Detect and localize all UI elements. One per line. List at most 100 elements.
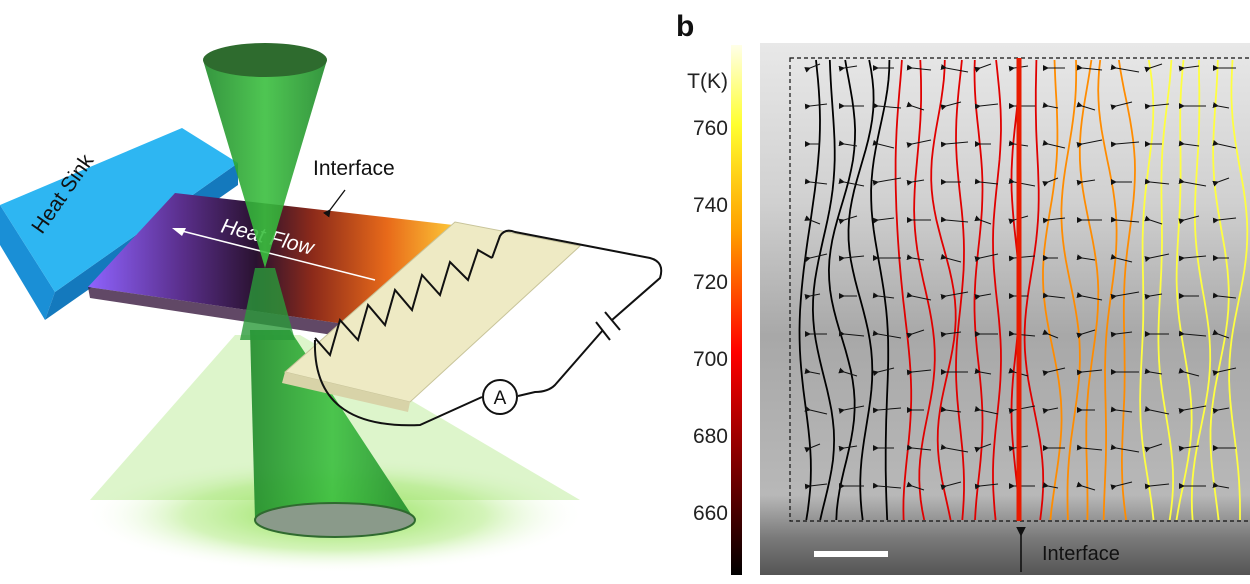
flux-arrow bbox=[1144, 103, 1170, 110]
flux-arrow bbox=[1212, 329, 1230, 339]
flux-arrow bbox=[872, 482, 902, 489]
flux-arrow bbox=[1042, 102, 1059, 109]
isotherm-line bbox=[798, 59, 821, 521]
flux-arrow bbox=[872, 217, 895, 224]
flux-arrow bbox=[1110, 141, 1140, 148]
isotherm-line bbox=[870, 59, 891, 521]
flux-arrow bbox=[906, 481, 925, 491]
region-box bbox=[789, 57, 1250, 522]
flux-arrow bbox=[872, 102, 902, 109]
isotherm-line bbox=[1060, 59, 1081, 521]
interface-label-b: Interface bbox=[1042, 543, 1120, 565]
flux-arrow bbox=[1076, 101, 1096, 111]
flux-arrow bbox=[1110, 216, 1140, 223]
flux-arrow bbox=[838, 140, 858, 147]
isotherm-line bbox=[930, 59, 957, 521]
isotherm-line bbox=[973, 59, 984, 521]
isotherm-line bbox=[1023, 59, 1045, 521]
flux-arrow bbox=[906, 329, 925, 339]
flux-arrow bbox=[940, 406, 962, 413]
flux-arrow bbox=[906, 254, 925, 261]
flux-arrow bbox=[1212, 217, 1237, 224]
flux-arrow bbox=[1110, 291, 1140, 300]
flux-arrow bbox=[1178, 445, 1200, 452]
panel-a-schematic: Heat Sink Heat Flow Interface bbox=[0, 43, 663, 573]
flux-arrow bbox=[804, 405, 828, 415]
flux-arrow bbox=[974, 215, 992, 225]
flux-arrow bbox=[1110, 331, 1133, 338]
flux-arrow bbox=[1212, 482, 1230, 489]
colorbar-tick-label: 680 bbox=[693, 425, 728, 448]
flux-arrow bbox=[940, 331, 962, 338]
isotherm-line bbox=[847, 59, 875, 521]
isotherm-contours bbox=[798, 59, 1249, 521]
flux-arrow bbox=[1110, 253, 1133, 263]
svg-text:A: A bbox=[494, 388, 507, 409]
flux-arrow bbox=[804, 368, 821, 375]
isotherm-line bbox=[1175, 59, 1193, 521]
flux-arrow bbox=[1144, 253, 1170, 262]
flux-arrow bbox=[940, 481, 962, 491]
flux-arrow bbox=[1144, 178, 1170, 185]
flux-arrow bbox=[974, 443, 992, 453]
flux-arrow bbox=[838, 65, 858, 72]
flux-arrow bbox=[974, 483, 999, 490]
isotherm-line bbox=[1042, 59, 1063, 521]
flux-arrow bbox=[1110, 101, 1133, 111]
flux-arrow bbox=[1076, 139, 1103, 148]
sample-bar: Heat Flow bbox=[88, 193, 462, 345]
colorbar bbox=[731, 45, 742, 575]
flux-arrow bbox=[974, 178, 999, 185]
flux-arrow bbox=[872, 367, 895, 377]
flux-arrow bbox=[1212, 102, 1230, 109]
flux-arrow bbox=[906, 369, 932, 376]
flux-arrow bbox=[872, 177, 902, 186]
flux-arrow bbox=[974, 63, 992, 73]
flux-arrow bbox=[1042, 177, 1059, 187]
detector-spot bbox=[254, 502, 416, 538]
flux-arrow bbox=[838, 255, 865, 262]
flux-arrow bbox=[974, 103, 999, 110]
flux-arrow bbox=[1042, 407, 1059, 414]
flux-arrow bbox=[1178, 405, 1207, 414]
flux-arrow bbox=[1110, 64, 1140, 73]
flux-arrow bbox=[940, 101, 962, 111]
flux-arrow bbox=[1110, 481, 1133, 491]
resistor-symbol bbox=[314, 248, 493, 358]
focus-below bbox=[240, 268, 295, 340]
flux-arrow bbox=[838, 367, 858, 377]
isotherm-line bbox=[894, 59, 913, 521]
isotherm-line bbox=[1209, 59, 1230, 521]
flux-arrow bbox=[1178, 140, 1200, 147]
colorbar-title: T(K) bbox=[687, 70, 728, 93]
scale-bar bbox=[814, 551, 888, 557]
flux-arrow bbox=[940, 291, 969, 300]
flux-arrow bbox=[804, 178, 828, 185]
flux-arrow bbox=[906, 179, 925, 186]
flux-arrow bbox=[1042, 292, 1066, 299]
flux-arrow bbox=[1178, 367, 1200, 377]
isotherm-line bbox=[1118, 59, 1136, 521]
flux-arrow bbox=[1042, 217, 1066, 224]
flux-arrow bbox=[940, 444, 969, 453]
flux-arrow bbox=[872, 139, 895, 149]
flux-arrow bbox=[940, 64, 969, 73]
flux-arrow bbox=[1076, 369, 1103, 376]
flux-arrow bbox=[940, 216, 969, 223]
flux-arrow bbox=[1144, 406, 1170, 415]
flux-arrow bbox=[1178, 65, 1200, 72]
flux-arrow bbox=[1042, 139, 1066, 149]
isotherm-line bbox=[1139, 59, 1155, 521]
flux-arrow bbox=[1042, 367, 1066, 377]
isotherm-line bbox=[1157, 59, 1175, 521]
battery-plate bbox=[604, 311, 621, 331]
colorbar-tick-label: 740 bbox=[693, 194, 728, 217]
flux-arrow bbox=[1178, 215, 1200, 225]
isotherm-line bbox=[1228, 59, 1249, 520]
interface-pointer-a bbox=[322, 189, 346, 218]
flux-arrow bbox=[1076, 481, 1096, 491]
flux-arrow bbox=[1076, 254, 1096, 261]
flux-arrow bbox=[1212, 407, 1230, 414]
flux-arrow bbox=[940, 253, 962, 263]
